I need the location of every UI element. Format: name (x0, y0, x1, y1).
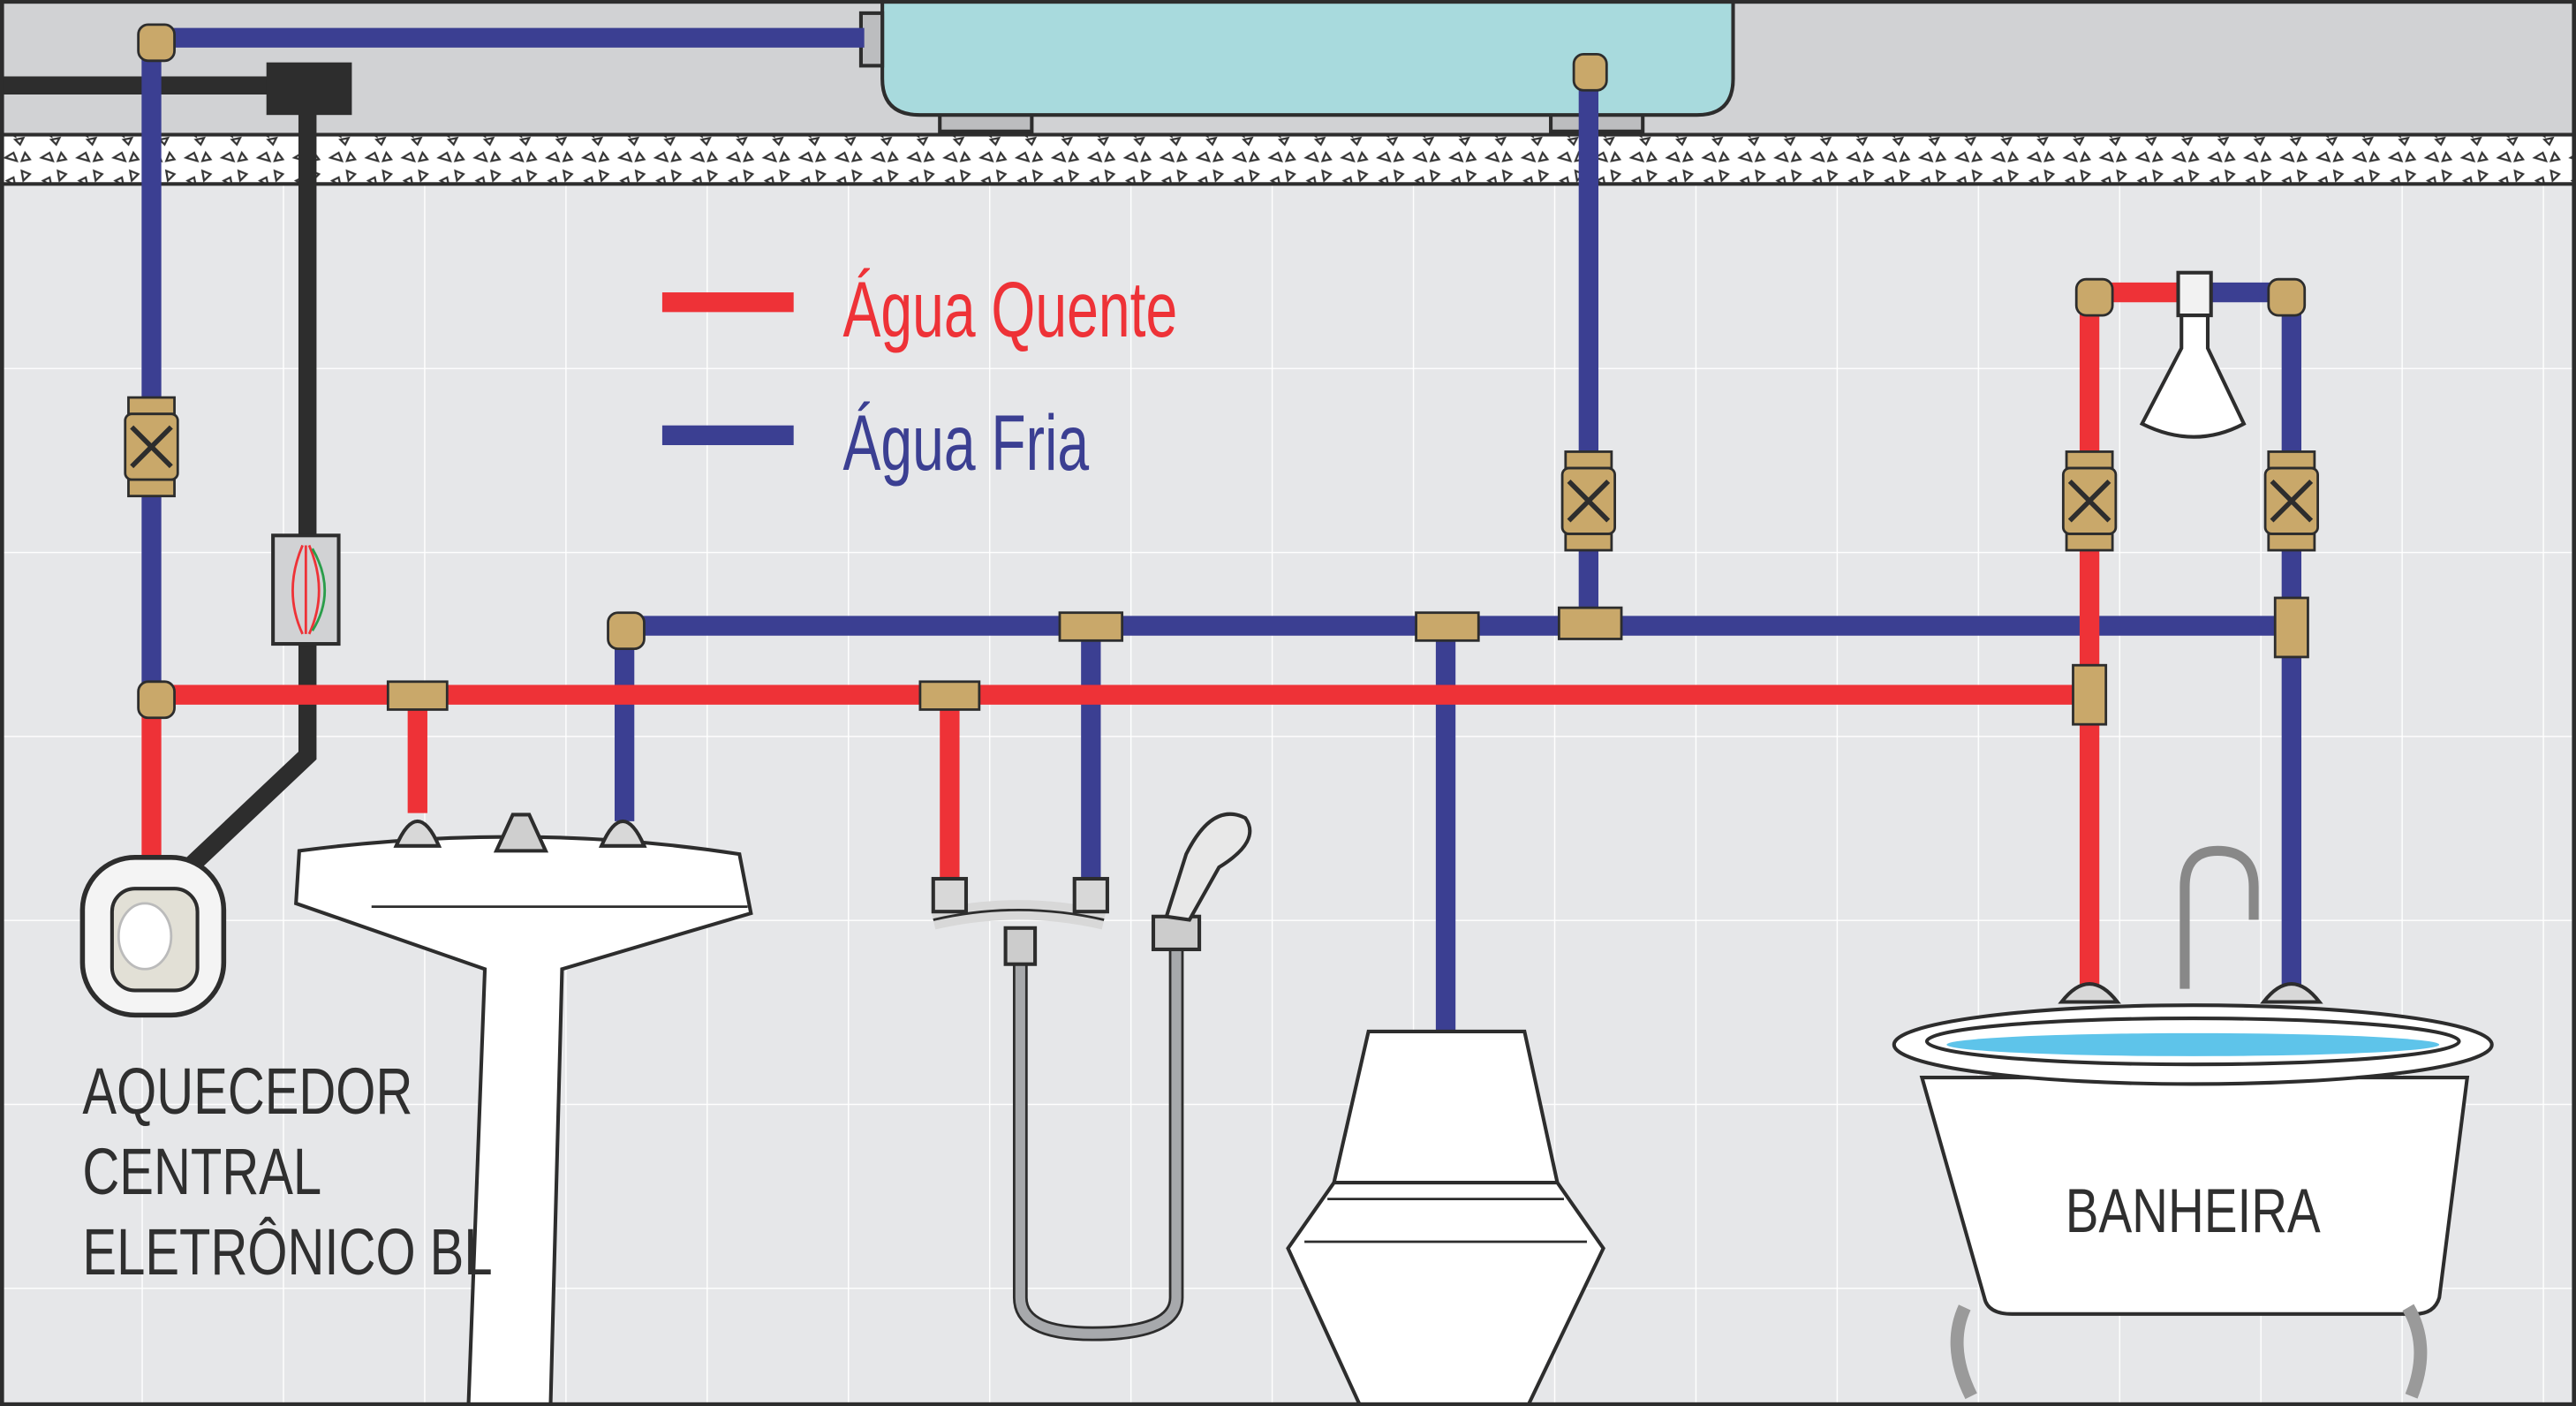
valve-icon (2061, 450, 2118, 552)
heater-label: AQUECEDOR CENTRAL ELETRÔNICO BL (82, 1055, 492, 1289)
water-tank (858, 0, 1735, 133)
hot-water-pipes (141, 282, 2185, 986)
legend-hot-swatch (661, 292, 794, 313)
hand-shower-icon (931, 812, 1252, 1342)
legend-hot-label: Água Quente (842, 267, 1177, 354)
shower-head-icon (2139, 270, 2247, 439)
valve-icon (124, 396, 179, 498)
slab (0, 132, 2576, 186)
valve-icon (1560, 450, 1616, 552)
legend-cold-label: Água Fria (842, 400, 1089, 488)
legend-cold-swatch (661, 425, 794, 446)
electric-heater-icon (79, 855, 227, 1018)
valves (124, 396, 2319, 552)
pedestal-sink-icon (294, 813, 753, 1406)
bathtub-icon: BANHEIRA (1892, 845, 2494, 1400)
heater-label-line-2: CENTRAL (82, 1136, 321, 1209)
heater-label-line-3: ELETRÔNICO BL (82, 1216, 492, 1289)
legend: Água Quente Água Fria (661, 267, 1177, 488)
bathtub-label: BANHEIRA (2066, 1175, 2321, 1246)
valve-icon (2263, 450, 2319, 552)
pipe-fittings (137, 23, 2309, 726)
heater-label-line-1: AQUECEDOR (82, 1055, 412, 1129)
toilet-icon (1286, 1029, 1605, 1406)
